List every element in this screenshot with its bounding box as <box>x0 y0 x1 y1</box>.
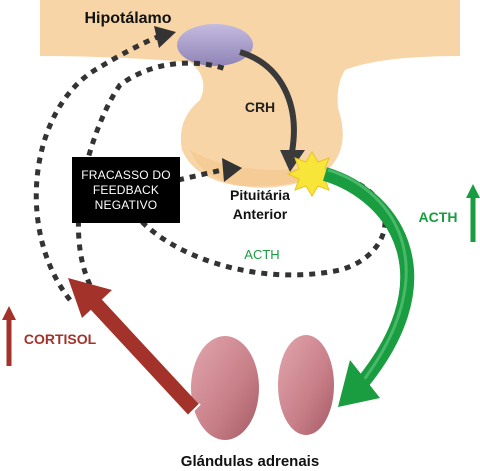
acth-loop-label: ACTH <box>244 247 279 262</box>
hypothalamus-label: Hipotálamo <box>84 10 171 27</box>
cortisol-arrow-shaft <box>86 294 200 416</box>
pituitary-label-line2: Anterior <box>233 206 288 222</box>
release-star-icon <box>286 151 338 197</box>
acth-arrow-highlight <box>327 168 408 386</box>
cortisol-up-arrow-icon <box>2 306 16 320</box>
pituitary-label-line1: Pituitária <box>230 187 290 203</box>
acth-up-arrow-icon <box>466 184 480 198</box>
cortisol-feedback-inner-loop <box>75 60 230 287</box>
acth-arrow <box>322 167 415 400</box>
adrenal-glands-label: Glándulas adrenais <box>181 453 319 470</box>
cortisol-feedback-outer-loop <box>33 33 161 302</box>
cortisol-arrowhead <box>68 278 112 318</box>
failure-to-pituitary-link <box>177 167 223 183</box>
negative-feedback-failure-box: FRACASSO DO FEEDBACK NEGATIVO <box>72 157 180 223</box>
failure-box-line: NEGATIVO <box>94 197 158 212</box>
cortisol-label: CORTISOL <box>24 331 97 347</box>
failure-box-line: FEEDBACK <box>92 182 160 197</box>
brain-tissue <box>40 0 460 187</box>
cortisol-arrow-gap <box>183 403 201 421</box>
crh-label: CRH <box>245 99 275 115</box>
hypothalamus-node <box>177 24 253 66</box>
pituitary-feedback-arrowhead <box>222 158 242 182</box>
acth-main-label: ACTH <box>419 209 458 225</box>
failure-box-line: FRACASSO DO <box>81 167 171 182</box>
adrenal-gland-left <box>191 336 259 440</box>
crh-arrowhead <box>280 150 305 172</box>
adrenal-gland-right <box>278 335 334 435</box>
acth-arrowhead <box>338 360 380 407</box>
crh-arrow <box>239 49 297 153</box>
hypothalamus-feedback-arrowhead <box>154 26 176 48</box>
acth-feedback-loop <box>138 169 388 278</box>
